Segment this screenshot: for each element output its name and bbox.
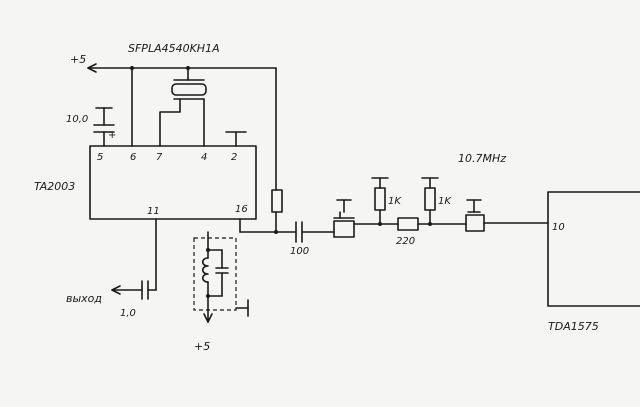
ic-tda1575-body [547,191,640,307]
pin-7-label: 7 [156,152,163,163]
ic-ta2003-label: TA2003 [34,180,75,193]
res-right-value: 1K [438,196,452,207]
pin-16-label: 16 [235,204,248,215]
pin-4-label: 4 [201,152,207,163]
resistor-1k-left [371,177,389,226]
supply-bottom-label: +5 [194,340,210,353]
output-label: выход [66,292,102,305]
output-coupling [111,218,157,300]
resistor-220 [379,217,431,231]
cap-plus-sign: + [108,130,116,141]
lc-tank-shield [193,231,249,323]
resonator-module [159,77,207,147]
capacitor-10uf [93,107,115,147]
module-part-label: SFPLA4540KH1A [128,42,220,55]
ic-ta2003-body [89,145,257,220]
res-mid-value: 220 [396,236,415,247]
ceramic-filter-2 [429,199,549,232]
ic-tda1575-label: TDA1575 [548,320,599,333]
ceramic-filter-1 [333,199,381,238]
resistor-supply [271,189,283,213]
pin-11-label: 11 [147,206,160,217]
cap-series-value: 100 [290,246,309,257]
pin-5-label: 5 [97,152,103,163]
pin-2-label: 2 [231,152,237,163]
cap-top-value: 10,0 [66,114,88,125]
pin-6-label: 6 [130,152,136,163]
cap-bottom-value: 1,0 [120,308,136,319]
filter-frequency-label: 10.7MHz [458,152,506,165]
pin-10-label: 10 [552,222,565,233]
supply-rail-top [87,63,277,191]
supply-top-label: +5 [70,53,86,66]
res-left-value: 1K [388,196,402,207]
resistor-1k-right [421,177,439,226]
ground-pin-2 [225,131,247,147]
pin16-output-line [239,218,335,243]
